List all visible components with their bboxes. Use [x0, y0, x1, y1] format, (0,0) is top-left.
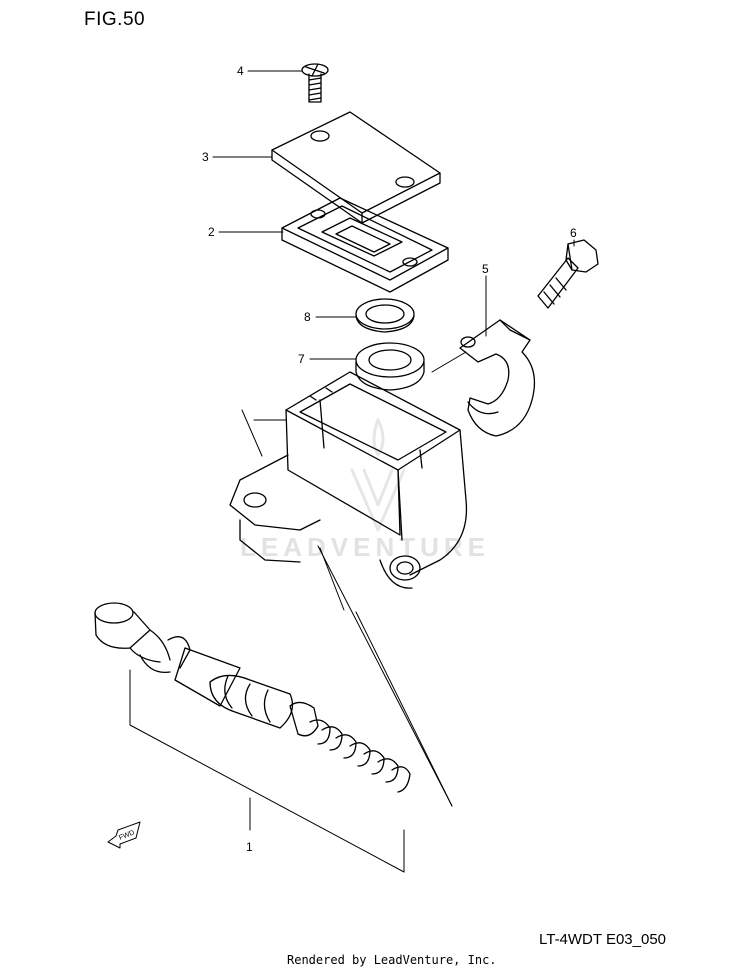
figure-title: FIG.50 — [84, 9, 146, 30]
callout-7[interactable]: 7 — [298, 352, 305, 366]
callout-6[interactable]: 6 — [570, 226, 577, 240]
watermark-text: LEADVENTURE — [240, 532, 490, 562]
part-7-boot[interactable] — [355, 342, 425, 391]
part-5-holder[interactable] — [459, 319, 536, 437]
part-8-washer[interactable] — [355, 298, 415, 333]
callout-3[interactable]: 3 — [202, 150, 209, 164]
callout-2[interactable]: 2 — [208, 225, 215, 239]
part-3-cap[interactable] — [271, 111, 441, 224]
part-2-diaphragm[interactable] — [281, 197, 449, 293]
part-1-piston-assembly[interactable] — [94, 602, 411, 793]
callout-5[interactable]: 5 — [482, 262, 489, 276]
assembly-guide-lines — [241, 409, 453, 807]
diagram-code: LT-4WDT E03_050 — [539, 931, 667, 948]
callout-8[interactable]: 8 — [304, 310, 311, 324]
part-4-screw[interactable] — [301, 63, 329, 103]
callout-1[interactable]: 1 — [246, 840, 253, 854]
watermark-logo — [350, 418, 406, 532]
leader-lines — [212, 70, 575, 373]
fwd-arrow-icon — [107, 821, 141, 849]
master-cylinder-body[interactable] — [229, 371, 468, 589]
part-6-bolt[interactable] — [537, 239, 599, 309]
part-1-bracket — [129, 669, 405, 873]
render-credit: Rendered by LeadVenture, Inc. — [287, 953, 497, 967]
callout-4[interactable]: 4 — [237, 64, 244, 78]
